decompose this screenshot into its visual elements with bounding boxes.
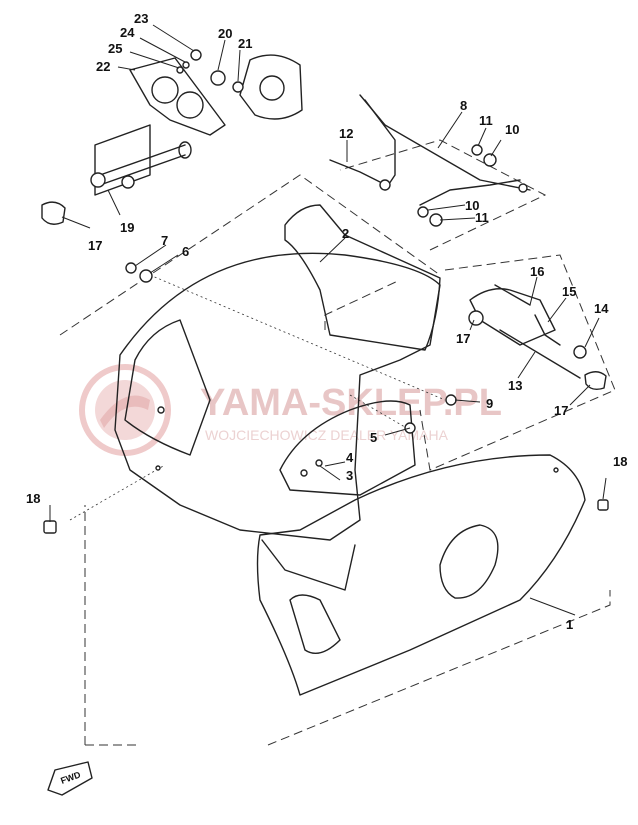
cowl-hole [157,406,165,414]
callout-19: 19 [120,220,134,235]
callout-6: 6 [182,244,189,259]
callout-23: 23 [134,11,148,26]
part-12-bolt [329,159,381,183]
stay-bushing [379,179,391,191]
callout-11a: 11 [479,113,493,128]
callout-1: 1 [566,617,573,632]
bracket-body [94,124,151,196]
part-7-washer [125,262,137,274]
part-10-nut-upper [483,153,497,167]
fairing-stay-assembly [329,94,531,227]
callout-21: 21 [238,36,252,51]
part-23-bolt [190,49,202,61]
part-21-washer [232,81,244,93]
left-fasteners [41,201,153,534]
callout-25: 25 [108,41,122,56]
part-16-stay [494,284,531,306]
callout-17a: 17 [88,238,102,253]
part-25-grommet [176,66,184,74]
part-4-washer [315,459,323,467]
watermark-logo-icon [79,364,171,456]
callout-11b: 11 [475,210,489,225]
callout-4: 4 [346,450,354,465]
callout-22: 22 [96,59,110,74]
lower-fairing-inner-edge [261,539,356,591]
clamp-hole [259,75,285,101]
watermark-brand: YAMA-SKLEP.PL [200,382,502,424]
callout-12: 12 [339,126,353,141]
callout-15: 15 [562,284,576,299]
callout-9: 9 [486,396,493,411]
callout-18a: 18 [26,491,40,506]
callout-10a: 10 [505,122,519,137]
watermark-dealer: WOJCIECHOWICZ DEALER YAMAHA [205,427,449,443]
part-13-bar [499,329,581,379]
callout-3: 3 [346,468,353,483]
callout-numbers: 1 2 3 4 5 6 7 8 9 10 10 11 11 12 13 14 1… [26,11,627,632]
part-17-grommet [41,201,66,225]
callout-17c: 17 [554,403,568,418]
cowl-hole-lower [155,465,161,471]
meter-hole-right [176,91,204,119]
part-20-nut [210,70,226,86]
forward-direction-marker: FWD [47,761,93,796]
meter-stay-plate [129,57,226,136]
part-15-plate [534,314,561,346]
fairing-inner-panel [279,400,416,496]
upper-fairing-outline [114,252,441,541]
callout-14: 14 [594,301,609,316]
steering-head-clamp [239,54,303,120]
stay-lower-rod [419,179,521,206]
callout-16: 16 [530,264,544,279]
fairing-side-cowl [124,319,211,456]
bracket-tube [99,144,186,186]
part-9-screw [445,394,457,406]
callout-7: 7 [161,233,168,248]
bracket-tube-end [178,141,192,159]
bracket-bolt-head [121,175,135,189]
assembly-outline [59,139,616,746]
windscreen [284,204,441,351]
part-3-screw [300,469,308,477]
part-24-washer [182,61,190,69]
lower-fairing-duct [439,524,499,599]
part-18-screw-right [597,499,609,511]
callout-13: 13 [508,378,522,393]
part-11-washer-upper [471,144,483,156]
right-bracket-assembly [468,284,607,391]
windscreen-outline [284,204,441,351]
part-6-nut [139,269,153,283]
part-14-nut [573,345,587,359]
lower-fairing-vent [289,594,341,654]
callout-24: 24 [120,25,135,40]
instrument-bracket-assembly [90,49,303,196]
part-10-nut-lower [417,206,429,218]
callout-5: 5 [370,430,377,445]
lower-fairing [256,454,609,696]
lower-fairing-hole [553,467,559,473]
part-17-grommet-right-upper [468,310,484,326]
callout-18b: 18 [613,454,627,469]
callout-8: 8 [460,98,467,113]
meter-hole-left [151,76,179,104]
callout-10b: 10 [465,198,479,213]
upper-fairing [114,252,457,541]
watermark: YAMA-SKLEP.PL WOJCIECHOWICZ DEALER YAMAH… [79,364,502,456]
leader-lines [49,24,607,616]
lower-fairing-outline [256,454,586,696]
part-18-screw-left [43,520,57,534]
callout-17b: 17 [456,331,470,346]
bracket-nut [90,172,106,188]
callout-20: 20 [218,26,232,41]
stay-end-nut [518,183,528,193]
callout-2: 2 [342,226,349,241]
fwd-arrow-icon [47,761,93,796]
